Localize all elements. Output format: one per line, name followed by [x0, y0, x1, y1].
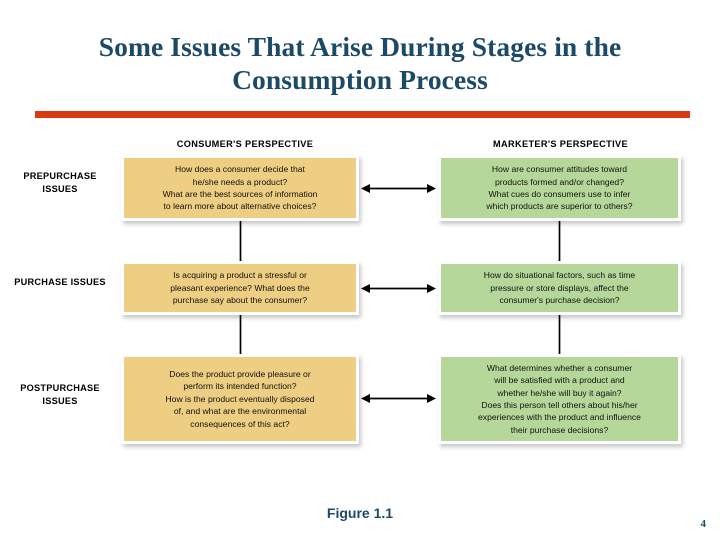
consumer-box-prepurchase-text: How does a consumer decide that he/she n…: [162, 164, 318, 212]
consumer-box-purchase[interactable]: Is acquiring a product a stressful or pl…: [121, 261, 359, 315]
column-header-consumer: CONSUMER'S PERSPECTIVE: [176, 139, 314, 149]
row-label-purchase: PURCHASE ISSUES: [14, 277, 106, 287]
consumer-box-postpurchase-text: Does the product provide pleasure or per…: [165, 368, 315, 429]
row-label-prepurchase: PREPURCHASE ISSUES: [23, 171, 97, 194]
horizontal-double-arrow-prepurchase: [361, 182, 436, 195]
page-title: Some Issues That Arise During Stages in …: [98, 31, 622, 95]
consumer-box-purchase-text: Is acquiring a product a stressful or pl…: [170, 270, 310, 306]
marketer-box-prepurchase[interactable]: How are consumer attitudes toward produc…: [438, 155, 681, 221]
horizontal-double-arrow-postpurchase: [361, 392, 436, 405]
marketer-box-postpurchase-text: What determines whether a consumer will …: [478, 362, 641, 435]
page-number: 4: [700, 518, 707, 530]
consumer-box-postpurchase[interactable]: Does the product provide pleasure or per…: [121, 354, 359, 444]
column-header-marketer: MARKETER'S PERSPECTIVE: [493, 139, 628, 149]
marketer-box-purchase-text: How do situational factors, such as time…: [483, 270, 636, 306]
consumer-box-prepurchase[interactable]: How does a consumer decide that he/she n…: [121, 155, 359, 221]
marketer-box-postpurchase[interactable]: What determines whether a consumer will …: [438, 354, 681, 444]
row-label-postpurchase: POSTPURCHASE ISSUES: [20, 383, 100, 406]
horizontal-double-arrow-purchase: [361, 282, 436, 295]
figure-caption: Figure 1.1: [326, 505, 394, 521]
marketer-box-purchase[interactable]: How do situational factors, such as time…: [438, 261, 681, 315]
title-divider-rule: [35, 111, 690, 118]
consumption-process-diagram: CONSUMER'S PERSPECTIVE MARKETER'S PERSPE…: [0, 126, 720, 466]
marketer-box-prepurchase-text: How are consumer attitudes toward produc…: [486, 164, 633, 212]
